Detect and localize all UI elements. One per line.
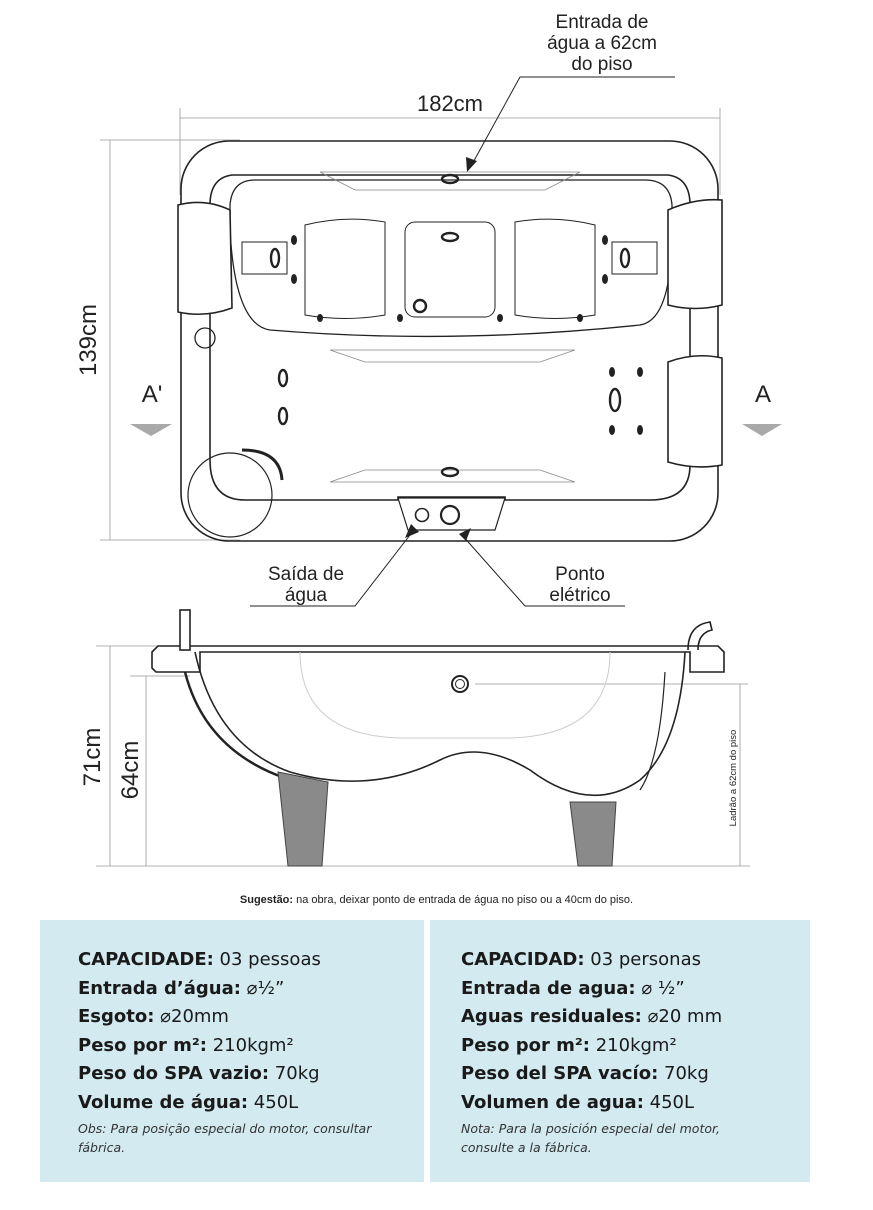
corner-step	[187, 452, 273, 538]
suggestion-note: Sugestão: na obra, deixar ponto de entra…	[239, 894, 634, 906]
nozzles	[291, 235, 643, 435]
section-label-right: A	[755, 381, 771, 408]
drain-plate	[397, 497, 506, 531]
overflow-note: Ladrão a 62cm do piso	[728, 730, 739, 827]
side-rim	[151, 645, 725, 673]
seat-pad-left	[304, 218, 386, 319]
overflow-outlet	[451, 675, 469, 693]
spec-row: Entrada de agua: ⌀ ½”	[461, 977, 685, 999]
leg-right	[569, 801, 617, 867]
overflow-pipe	[687, 621, 713, 651]
spec-row: Volume de água: 450L	[78, 1091, 299, 1113]
inner-height-dimension: 64cm	[117, 741, 144, 800]
seat-pad-center	[404, 221, 496, 318]
jets	[269, 173, 631, 478]
svg-text:Entrada de: Entrada de	[556, 12, 649, 33]
spec-row: CAPACIDAD: 03 personas	[461, 949, 701, 970]
width-dimension: 182cm	[417, 91, 483, 116]
drain-callout: Saída de água	[268, 564, 344, 606]
upper-bench	[229, 179, 673, 338]
spa-inner-basin	[209, 174, 691, 501]
svg-text:do piso: do piso	[571, 54, 632, 75]
leg-left	[277, 771, 329, 867]
electric-point	[439, 504, 461, 526]
inlet-callout: Entrada de água a 62cm do piso	[547, 12, 657, 75]
spec-row: CAPACIDADE: 03 pessoas	[78, 949, 321, 970]
leader-lines	[250, 76, 675, 607]
spa-outer-rim	[180, 140, 719, 542]
electric-callout: Ponto elétrico	[549, 564, 610, 606]
spec-row: Peso do SPA vazio: 70kg	[78, 1063, 320, 1085]
depth-dimension: 139cm	[75, 304, 102, 376]
specs-panel-es: CAPACIDAD: 03 personas Entrada de agua: …	[430, 920, 810, 1182]
side-view	[96, 609, 750, 867]
spec-row: Entrada d’água: ⌀½”	[78, 977, 285, 999]
top-view	[100, 76, 782, 607]
svg-text:Saída de: Saída de	[268, 564, 344, 585]
svg-text:água a 62cm: água a 62cm	[547, 33, 657, 54]
spec-row: Aguas residuales: ⌀20 mm	[461, 1006, 723, 1028]
water-outlet	[414, 507, 430, 523]
spec-note: Nota: Para la posición especial del moto…	[461, 1120, 720, 1155]
section-markers	[130, 424, 782, 436]
spec-row: Peso por m²: 210kgm²	[78, 1034, 294, 1056]
side-dimension-lines	[96, 645, 750, 867]
spec-row: Peso por m²: 210kgm²	[461, 1034, 677, 1056]
section-label-left: A'	[142, 381, 163, 408]
svg-text:água: água	[285, 585, 328, 606]
spec-row: Esgoto: ⌀20mm	[78, 1006, 229, 1028]
side-tub-body	[194, 651, 686, 797]
spec-row: Peso del SPA vacío: 70kg	[461, 1063, 709, 1085]
svg-text:elétrico: elétrico	[549, 585, 610, 606]
spec-row: Volumen de agua: 450L	[461, 1091, 695, 1113]
seat-pad-right	[514, 218, 596, 319]
headrest-right-upper	[667, 198, 723, 310]
svg-text:Ponto: Ponto	[555, 564, 605, 585]
headrest-right-lower	[667, 354, 723, 468]
total-height-dimension: 71cm	[79, 728, 106, 787]
specs-panel-pt: CAPACIDADE: 03 pessoas Entrada d’água: ⌀…	[40, 920, 424, 1182]
spec-note: Obs: Para posição especial do motor, con…	[78, 1120, 372, 1155]
inlet-pipe	[179, 609, 191, 651]
headrest-left	[177, 201, 233, 316]
spa-technical-drawing: 182cm 139cm A' A Entrada de água a 62cm …	[75, 12, 782, 867]
dimension-lines	[100, 108, 721, 541]
